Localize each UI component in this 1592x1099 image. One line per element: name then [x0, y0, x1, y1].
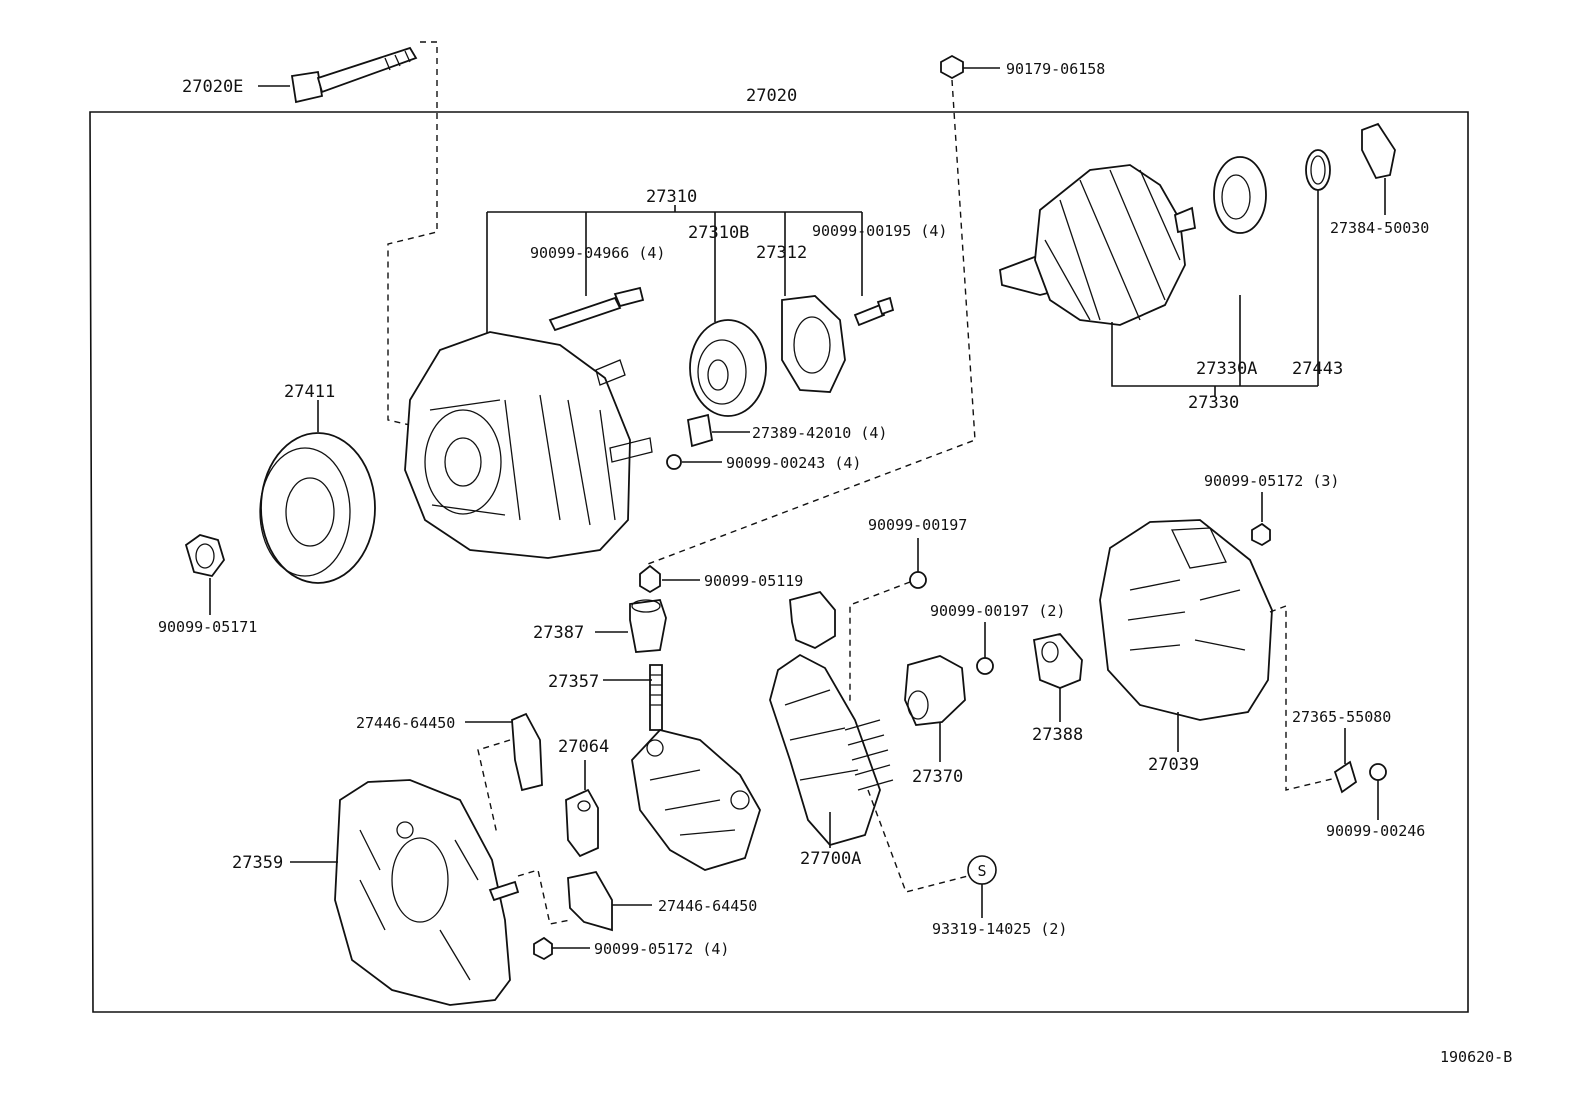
s-mark-label: S	[977, 862, 986, 880]
label-27312: 27312	[756, 243, 807, 263]
label-27310B: 27310B	[688, 223, 749, 243]
label-27446-64450-bottom: 27446-64450	[658, 897, 757, 915]
label-90099-00195: 90099-00195 (4)	[812, 222, 947, 240]
label-27365-55080: 27365-55080	[1292, 708, 1391, 726]
part-90099-05171-nut[interactable]	[184, 534, 225, 578]
part-27388-cover[interactable]	[1032, 632, 1083, 689]
part-90099-00195-screw[interactable]	[853, 296, 895, 327]
diagram-id: 190620-B	[1440, 1048, 1512, 1066]
label-93319-14025: 93319-14025 (2)	[932, 920, 1067, 938]
label-27330A: 27330A	[1196, 359, 1257, 379]
part-27359-rectifier-end-frame[interactable]	[334, 779, 520, 1006]
part-27020E-bolt[interactable]	[290, 46, 418, 104]
label-27411: 27411	[284, 382, 335, 402]
label-27039: 27039	[1148, 755, 1199, 775]
label-90179-06158: 90179-06158	[1006, 60, 1105, 78]
part-90099-00246-screw[interactable]	[1369, 763, 1387, 781]
label-27387: 27387	[533, 623, 584, 643]
label-27384-50030: 27384-50030	[1330, 219, 1429, 237]
part-27411-pulley[interactable]	[259, 432, 376, 584]
part-27365-55080-cap[interactable]	[1333, 760, 1358, 794]
part-27039-rear-cover[interactable]	[1099, 519, 1273, 721]
part-27700A-regulator[interactable]	[769, 590, 894, 847]
part-93319-14025-s-mark[interactable]: S	[967, 855, 997, 885]
part-27310-drive-end-frame[interactable]	[404, 331, 653, 559]
part-27443-ring[interactable]	[1305, 149, 1331, 191]
label-27064: 27064	[558, 737, 609, 757]
part-90099-00197-bolt[interactable]	[909, 571, 927, 589]
part-27312-retainer[interactable]	[781, 295, 846, 393]
label-27388: 27388	[1032, 725, 1083, 745]
label-27446-64450-top: 27446-64450	[356, 714, 455, 732]
part-90099-05172-nut-4[interactable]	[533, 936, 553, 961]
label-27330: 27330	[1188, 393, 1239, 413]
label-27370: 27370	[912, 767, 963, 787]
part-27389-insulator[interactable]	[686, 413, 714, 448]
part-27387-terminal-insulator[interactable]	[629, 599, 667, 653]
part-90179-06158-nut[interactable]	[940, 54, 964, 80]
label-90099-05171: 90099-05171	[158, 618, 257, 636]
part-90099-00197-screw-2[interactable]	[976, 657, 994, 675]
label-27359: 27359	[232, 853, 283, 873]
part-27330-rotor[interactable]	[999, 164, 1197, 326]
part-27384-50030-cover[interactable]	[1361, 122, 1396, 180]
label-27310: 27310	[646, 187, 697, 207]
label-27700A: 27700A	[800, 849, 861, 869]
label-27443: 27443	[1292, 359, 1343, 379]
part-27446-64450-bracket-bottom[interactable]	[567, 870, 613, 932]
label-27020E: 27020E	[182, 77, 243, 97]
label-90099-05172-3: 90099-05172 (3)	[1204, 472, 1339, 490]
part-27330A-bearing[interactable]	[1213, 156, 1267, 234]
assembly-frame	[89, 111, 1469, 1013]
label-27020: 27020	[746, 86, 797, 106]
part-90099-04966-stud[interactable]	[548, 286, 645, 332]
part-90099-05119-nut[interactable]	[639, 564, 661, 594]
part-90099-00243-screw[interactable]	[666, 454, 682, 470]
label-90099-00246: 90099-00246	[1326, 822, 1425, 840]
label-27389-42010: 27389-42010 (4)	[752, 424, 887, 442]
part-90099-05172-nut-3[interactable]	[1251, 522, 1271, 547]
label-27357: 27357	[548, 672, 599, 692]
label-90099-00243: 90099-00243 (4)	[726, 454, 861, 472]
label-90099-04966: 90099-04966 (4)	[530, 244, 665, 262]
label-90099-05172-4: 90099-05172 (4)	[594, 940, 729, 958]
part-27064-insulator[interactable]	[565, 788, 599, 858]
part-27310B-bearing[interactable]	[689, 319, 767, 417]
label-90099-05119: 90099-05119	[704, 572, 803, 590]
part-27370-brush-holder[interactable]	[904, 655, 966, 726]
label-90099-00197: 90099-00197	[868, 516, 967, 534]
part-27446-64450-bracket-top[interactable]	[511, 712, 543, 792]
label-90099-00197-2: 90099-00197 (2)	[930, 602, 1065, 620]
part-27357-brush-holder[interactable]	[631, 664, 761, 871]
